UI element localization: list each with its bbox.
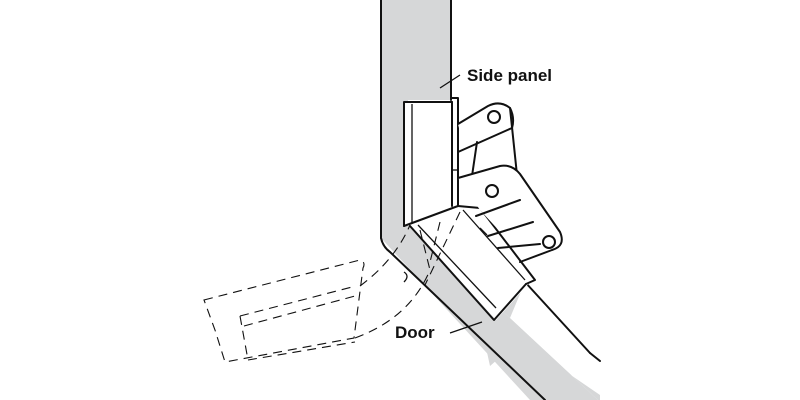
side-panel-leader [439,74,461,89]
door-leader [449,321,483,334]
side-panel-label: Side panel [467,66,552,85]
pivot-upper [487,110,501,124]
side-panel [380,0,452,239]
pivot-middle [485,184,499,198]
door-ghost-dashed [203,211,461,363]
hinge-arms [457,102,563,263]
door-label: Door [395,323,435,342]
hinge-cup [403,97,459,227]
pivot-lower [542,235,556,249]
